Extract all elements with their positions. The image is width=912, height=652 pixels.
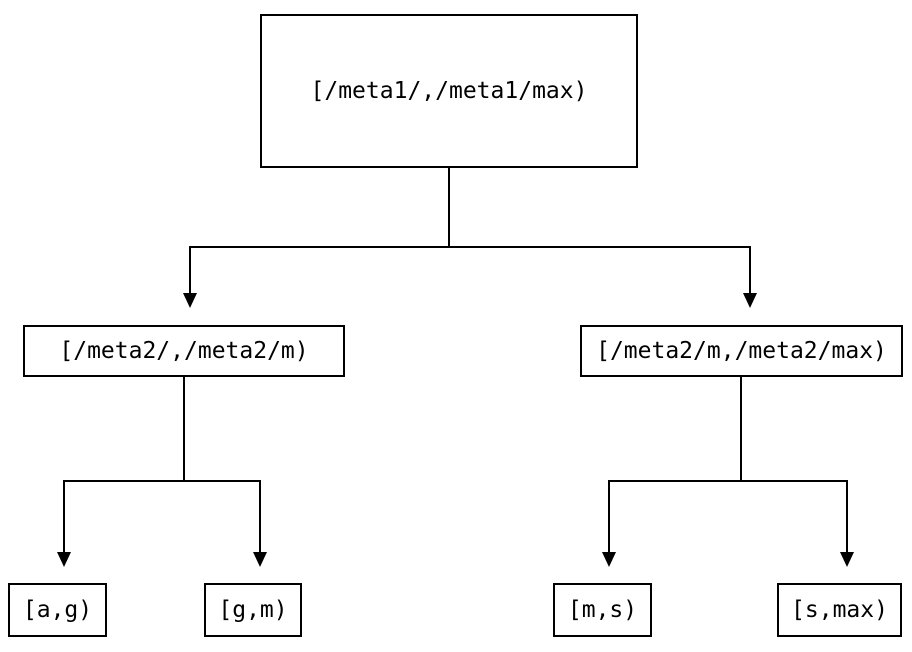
edge-root-to-children — [183, 168, 757, 308]
arrowhead-down-icon — [183, 293, 197, 308]
node-label: [/meta1/,/meta1/max) — [310, 78, 588, 104]
node-label: [/meta2/m,/meta2/max) — [596, 338, 887, 364]
node-label: [/meta2/,/meta2/m) — [59, 338, 309, 364]
node-root-meta1-range: [/meta1/,/meta1/max) — [260, 14, 638, 168]
node-leaf-a-g: [a,g) — [8, 583, 107, 637]
node-leaf-s-max: [s,max) — [777, 583, 902, 637]
node-label: [s,max) — [791, 597, 888, 623]
node-meta2-low-range: [/meta2/,/meta2/m) — [23, 325, 345, 377]
arrowhead-down-icon — [253, 552, 267, 567]
node-leaf-g-m: [g,m) — [204, 583, 302, 637]
arrowhead-down-icon — [57, 552, 71, 567]
edge-meta2low-to-children — [57, 377, 267, 567]
arrowhead-down-icon — [840, 552, 854, 567]
node-label: [a,g) — [22, 597, 93, 623]
arrowhead-down-icon — [602, 552, 616, 567]
node-label: [g,m) — [218, 597, 288, 623]
node-leaf-m-s: [m,s) — [553, 583, 652, 637]
arrowhead-down-icon — [743, 293, 757, 308]
node-meta2-high-range: [/meta2/m,/meta2/max) — [580, 325, 903, 377]
node-label: [m,s) — [567, 597, 638, 623]
edge-meta2high-to-children — [602, 377, 854, 567]
